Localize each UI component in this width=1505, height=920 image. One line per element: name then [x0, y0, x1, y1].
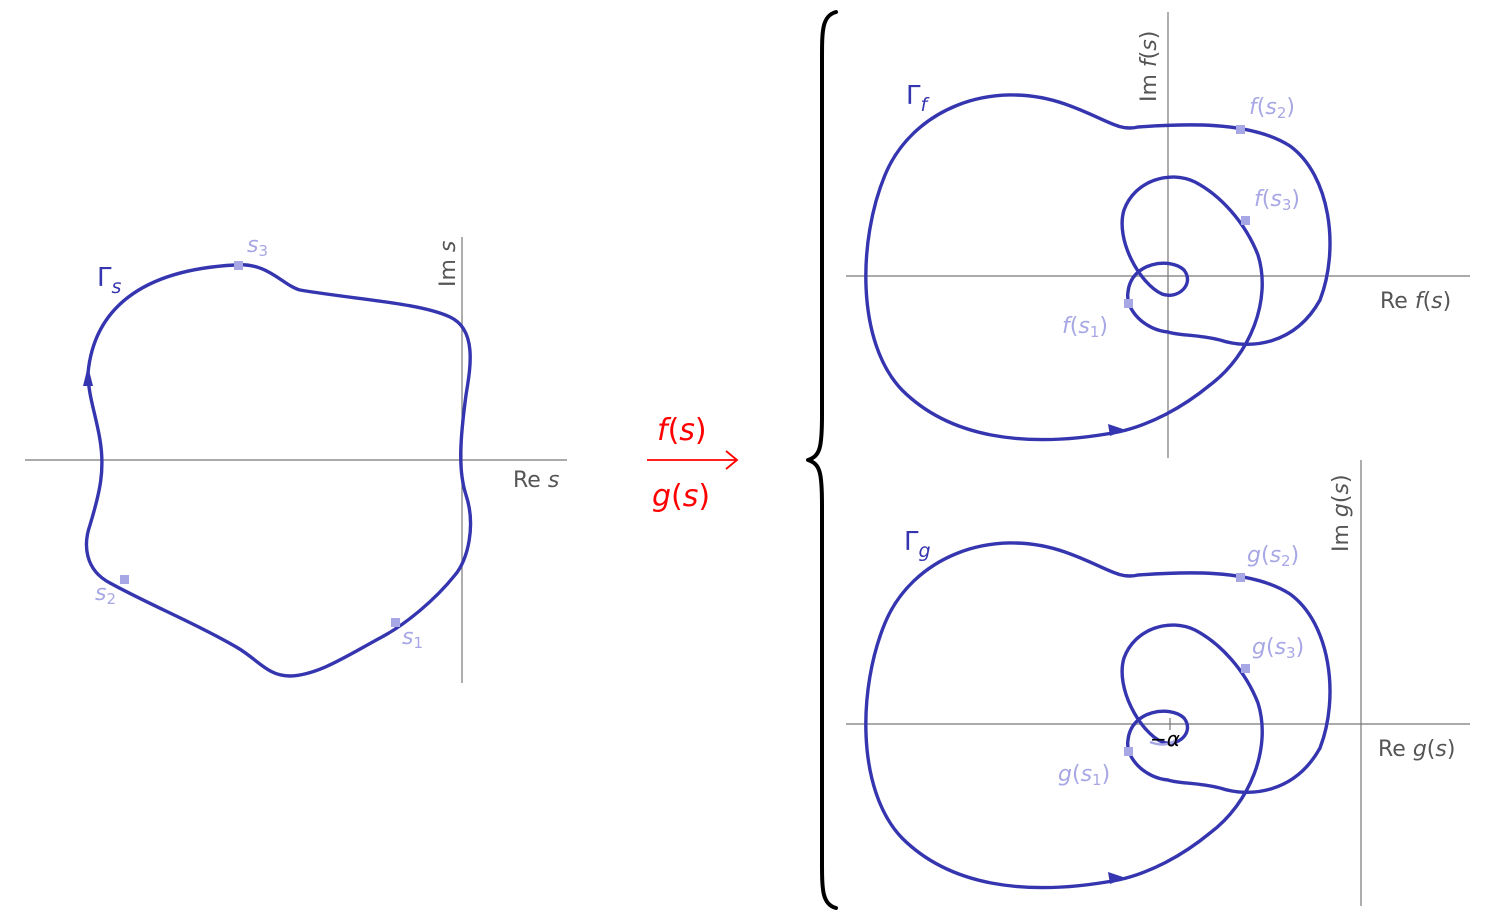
map-arrow-head: [725, 450, 739, 470]
g-contour-offset-arc: [1149, 738, 1177, 746]
g-plane-imag-axis-label: Im g(s): [1329, 474, 1354, 552]
f-s3-label: f(s3): [1254, 187, 1300, 214]
g-s2-marker: [1236, 573, 1245, 582]
s3-marker: [234, 261, 243, 270]
s-plane: s1 s2 s3 Γs Re s Im s: [25, 233, 567, 683]
s3-label: s3: [247, 233, 268, 260]
g-plane-real-axis-label: Re g(s): [1378, 737, 1455, 762]
f-plane: f(s1) f(s2) f(s3) Γf Re f(s) Im f(s): [846, 12, 1470, 458]
s-plane-real-axis-label: Re s: [513, 468, 559, 493]
f-contour-direction-arrow: [1108, 424, 1126, 436]
gamma-s-label: Γs: [97, 263, 122, 298]
f-s1-label: f(s1): [1062, 314, 1108, 341]
s1-label: s1: [402, 625, 423, 652]
f-contour: [864, 93, 1332, 442]
f-s2-marker: [1236, 125, 1245, 134]
g-s3-marker: [1241, 664, 1250, 673]
gamma-f-label: Γf: [906, 81, 931, 116]
s1-marker: [391, 618, 400, 627]
f-s3-marker: [1241, 216, 1250, 225]
s2-marker: [120, 575, 129, 584]
g-s1-label: g(s1): [1058, 762, 1110, 789]
s-contour-direction-arrow: [83, 366, 93, 386]
curly-brace: [806, 10, 838, 910]
s-plane-imag-axis-label: Im s: [436, 241, 461, 287]
g-s3-label: g(s3): [1252, 635, 1304, 662]
map-f-label: f(s): [657, 413, 707, 448]
f-plane-real-axis-label: Re f(s): [1380, 289, 1451, 314]
g-contour: [864, 541, 1332, 890]
g-contour-direction-arrow: [1108, 872, 1126, 884]
g-s2-label: g(s2): [1247, 543, 1299, 570]
g-s1-marker: [1124, 747, 1133, 756]
f-s2-label: f(s2): [1249, 95, 1295, 122]
g-plane: −α g(s1) g(s2) g(s3) Γg Re g(s) Im g(s): [846, 460, 1470, 906]
f-plane-imag-axis-label: Im f(s): [1137, 31, 1162, 102]
map-g-label: g(s): [652, 479, 710, 514]
gamma-g-label: Γg: [904, 527, 931, 562]
mapping: f(s) g(s): [647, 413, 739, 514]
s-contour: [84, 263, 473, 678]
f-s1-marker: [1124, 299, 1133, 308]
alpha-label: −α: [1150, 727, 1180, 751]
